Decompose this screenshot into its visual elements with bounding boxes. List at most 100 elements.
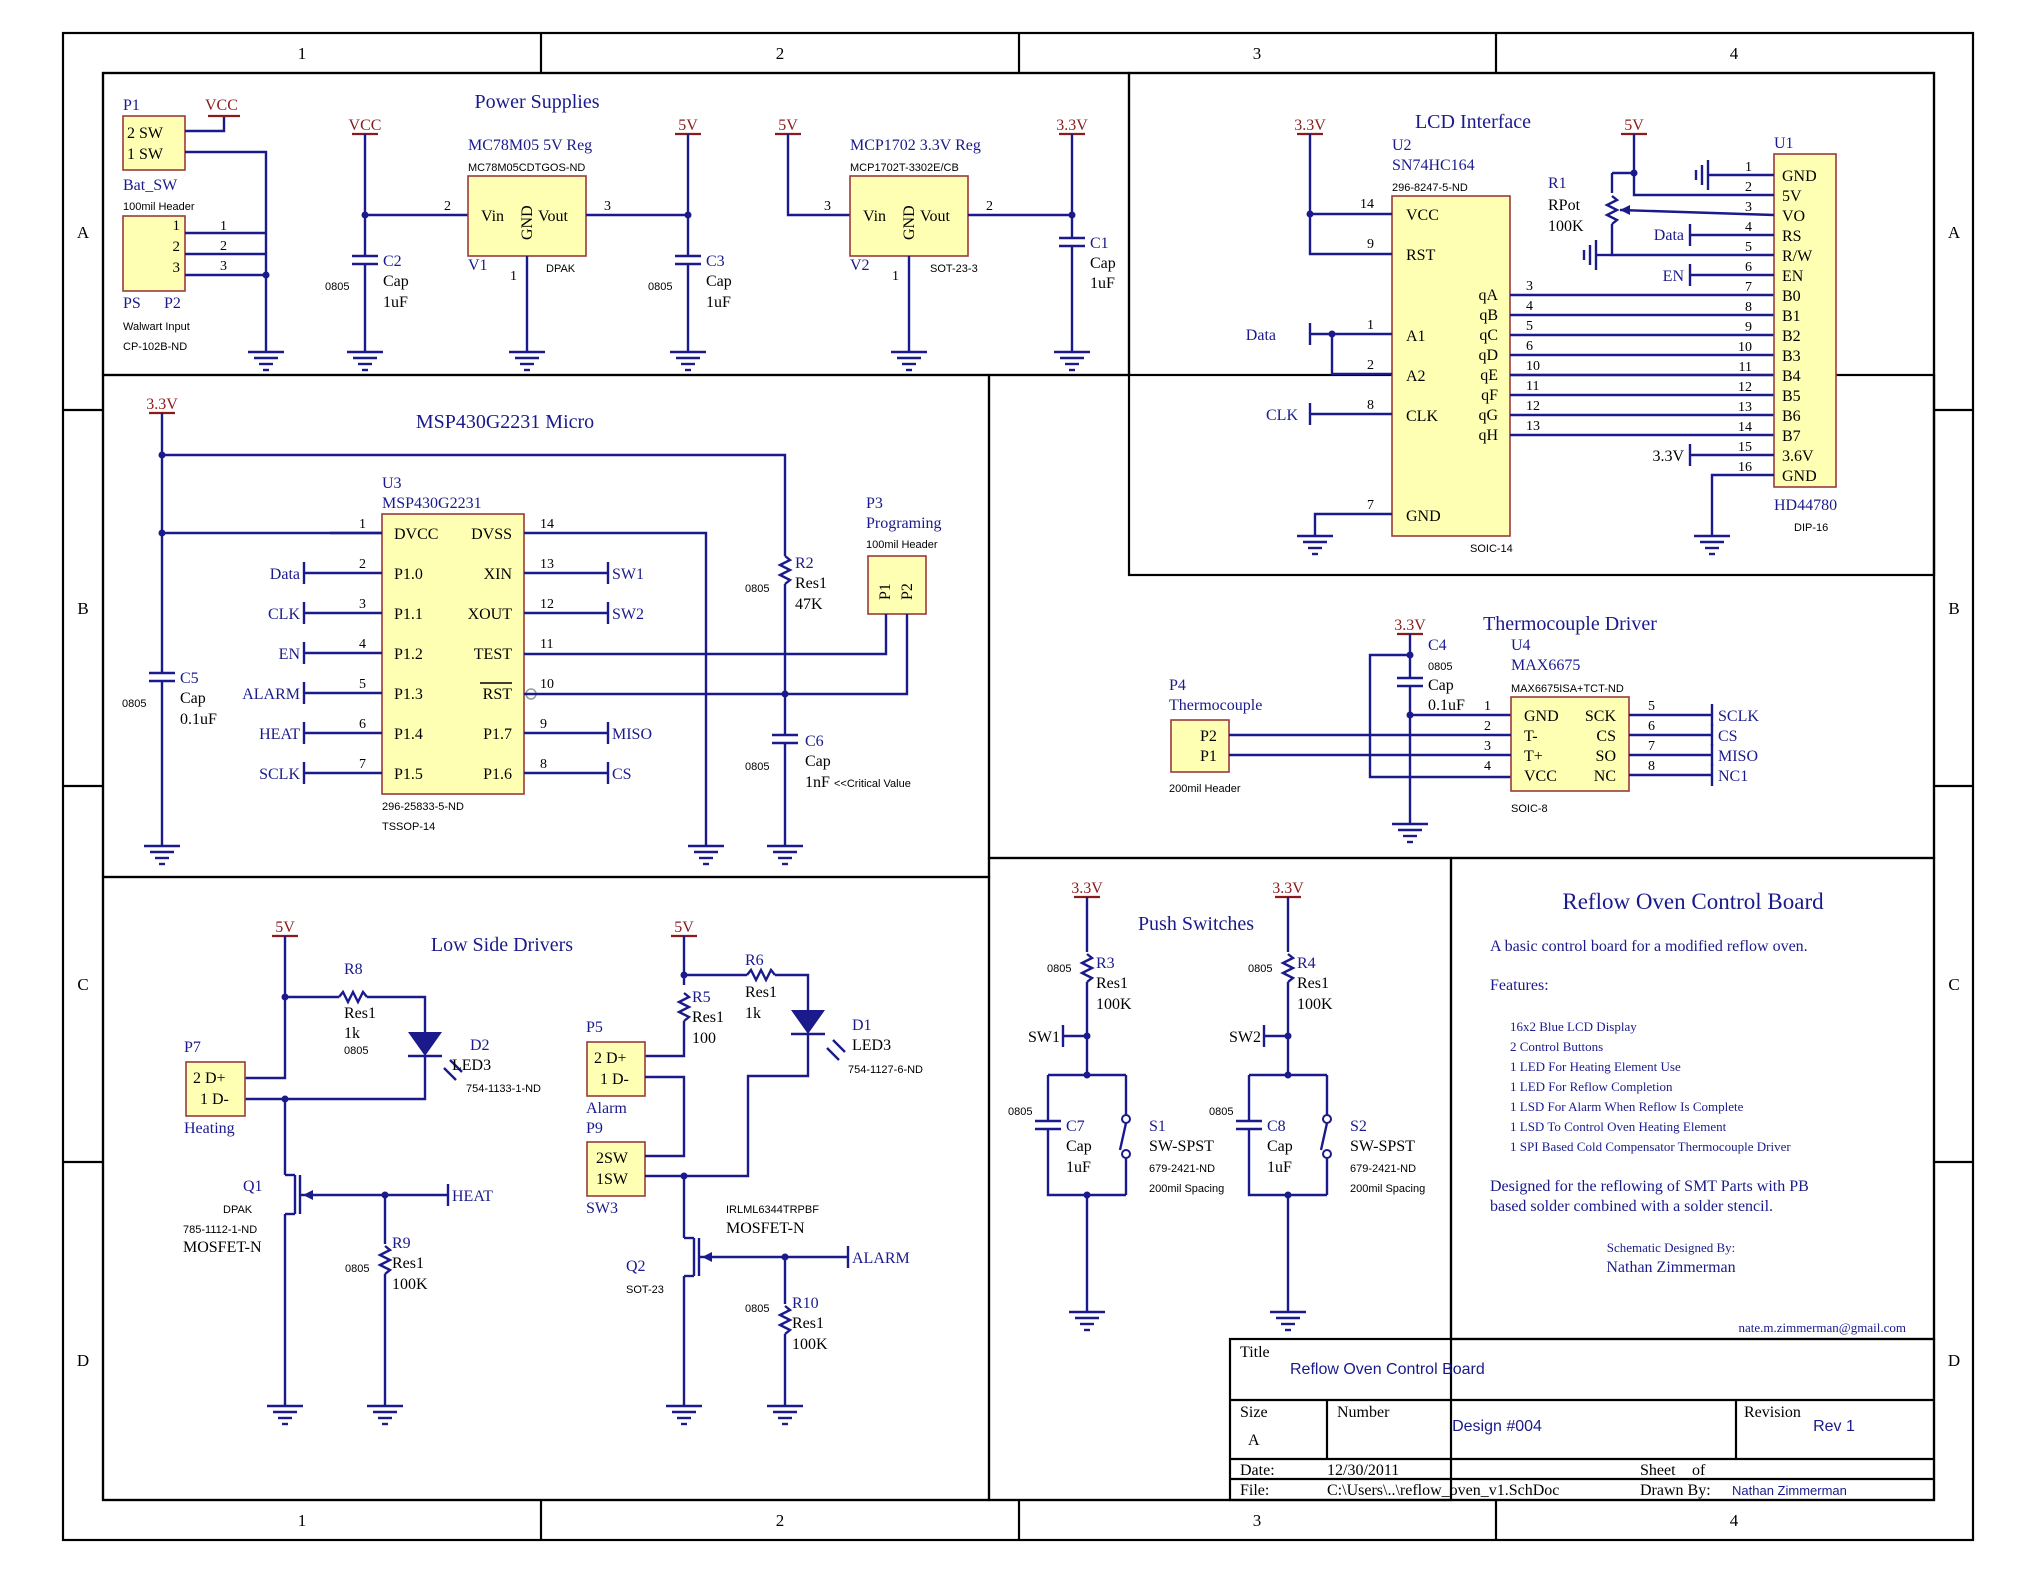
u2-name: SN74HC164 — [1392, 157, 1475, 174]
u1-pin-num: 7 — [1745, 280, 1752, 295]
d2-ref: D2 — [470, 1037, 490, 1054]
c5-pkg: 0805 — [122, 698, 146, 710]
r8-pkg: 0805 — [344, 1045, 368, 1057]
lcd-section-title: LCD Interface — [1415, 111, 1531, 133]
u2-num-7: 7 — [1367, 498, 1374, 513]
c7-pkg: 0805 — [1008, 1106, 1032, 1118]
v1-pin-vout: Vout — [538, 208, 568, 225]
u3-net-miso: MISO — [612, 726, 652, 743]
u3-pin-num: 2 — [359, 557, 366, 572]
u2-pin-a2: A2 — [1406, 368, 1426, 385]
v2-num-2: 2 — [986, 199, 993, 214]
u4-pin-gnd: GND — [1524, 708, 1559, 725]
thermo-section: 3.3V C4 0805 Cap 0.1uF U4 MAX6675 MAX667… — [1169, 617, 1759, 844]
c2-ref: C2 — [383, 253, 402, 270]
u4-ref: U4 — [1511, 637, 1531, 654]
p2-pin-3: 3 — [173, 260, 181, 276]
u1-pin-b6: B6 — [1782, 408, 1801, 425]
row-label-a-right: A — [1948, 223, 1961, 242]
u1-en-net: EN — [1663, 268, 1685, 285]
u4-num-6: 6 — [1648, 719, 1655, 734]
u1-pin-num: 2 — [1745, 180, 1752, 195]
r10-ref: R10 — [792, 1295, 819, 1312]
u1-pin-b7: B7 — [1782, 428, 1801, 445]
notes-section: Reflow Oven Control Board A basic contro… — [1490, 889, 1906, 1335]
s2-ref: S2 — [1350, 1118, 1367, 1135]
p4-pin-1: P1 — [1200, 748, 1217, 765]
c8-pkg: 0805 — [1209, 1106, 1233, 1118]
u1-rs-net: Data — [1654, 227, 1684, 244]
s2-part: 679-2421-ND — [1350, 1163, 1416, 1175]
u1-pin-b2: B2 — [1782, 328, 1801, 345]
q2-type: MOSFET-N — [726, 1220, 805, 1237]
col-label-2-bottom: 2 — [776, 1511, 785, 1530]
u3-pin-p1.4: P1.4 — [394, 726, 423, 743]
u3-pin-rst: RST — [483, 686, 513, 703]
u3-pin-num: 8 — [540, 757, 547, 772]
u4-pin-vcc: VCC — [1524, 768, 1557, 785]
feature-item: 1 SPI Based Cold Compensator Thermocoupl… — [1510, 1139, 1791, 1154]
v2-num-1: 1 — [892, 269, 899, 284]
p2-part: CP-102B-ND — [123, 341, 187, 353]
u2-num-14: 14 — [1360, 197, 1374, 212]
r6-value: 1k — [745, 1005, 761, 1022]
r9-value: 100K — [392, 1276, 428, 1293]
r10-value: 100K — [792, 1336, 828, 1353]
v1-pkg: DPAK — [546, 263, 576, 275]
c5-type: Cap — [180, 690, 206, 707]
r2-pkg: 0805 — [745, 583, 769, 595]
s1-ref: S1 — [1149, 1118, 1166, 1135]
u2-num-11: 11 — [1526, 379, 1539, 394]
notes-designed-line1: Designed for the reflowing of SMT Parts … — [1490, 1178, 1809, 1195]
switches-section-title: Push Switches — [1138, 913, 1254, 935]
u3-pin-p1.7: P1.7 — [483, 726, 512, 743]
u3-net-data: Data — [270, 566, 300, 583]
r1-type: RPot — [1548, 197, 1581, 214]
tb-file: C:\Users\..\reflow_oven_v1.SchDoc — [1327, 1482, 1559, 1499]
p2-header — [122, 215, 186, 292]
c1-type: Cap — [1090, 255, 1116, 272]
switches-section: 3.3V SW1 R3 Res1 100K 0805 C7 Cap 1uF 08… — [1008, 880, 1425, 1332]
lcd-section: U2 SN74HC164 296-8247-5-ND SOIC-14 VCC R… — [1246, 117, 1837, 556]
u4-nc1-net: NC1 — [1718, 768, 1748, 785]
u4-pin-cs: CS — [1596, 728, 1616, 745]
u4-part: MAX6675ISA+TCT-ND — [1511, 683, 1624, 695]
d2-type: LED3 — [452, 1057, 491, 1074]
u1-pin-rs: RS — [1782, 228, 1802, 245]
u1-pin-b3: B3 — [1782, 348, 1801, 365]
u3-net-sw1: SW1 — [612, 566, 644, 583]
p2-wire-3: 3 — [220, 259, 227, 274]
u1-pin-num: 1 — [1745, 160, 1752, 175]
u2-num-5: 5 — [1526, 319, 1533, 334]
v1-num-1: 1 — [510, 269, 517, 284]
v2-5v-label: 5V — [778, 117, 798, 134]
tb-size-label: Size — [1240, 1404, 1268, 1421]
u3-net-cs: CS — [612, 766, 632, 783]
u1-pin-num: 6 — [1745, 260, 1752, 275]
v2-part: MCP1702T-3302E/CB — [850, 162, 959, 174]
c4-type: Cap — [1428, 677, 1454, 694]
u4-pkg: SOIC-8 — [1511, 803, 1548, 815]
r10-pkg: 0805 — [745, 1303, 769, 1315]
d1-type: LED3 — [852, 1037, 891, 1054]
u2-num-8: 8 — [1367, 398, 1374, 413]
c6-pkg: 0805 — [745, 761, 769, 773]
p3-header — [867, 555, 927, 615]
v2-pin-vin: Vin — [863, 208, 886, 225]
r6-ref: R6 — [745, 952, 764, 969]
p2-pin-2: 2 — [173, 239, 181, 255]
sw2-net: SW2 — [1229, 1029, 1261, 1046]
u2-pin-vcc: VCC — [1406, 207, 1439, 224]
u2-pin-a1: A1 — [1406, 328, 1426, 345]
r3-ref: R3 — [1096, 955, 1115, 972]
c1-ref: C1 — [1090, 235, 1109, 252]
u1-pin-b5: B5 — [1782, 388, 1801, 405]
r3-type: Res1 — [1096, 975, 1128, 992]
u3-pin-dvss: DVSS — [471, 526, 512, 543]
p9-header — [586, 1141, 646, 1197]
u1-pin-3.6v: 3.6V — [1782, 448, 1814, 465]
c3-type: Cap — [706, 273, 732, 290]
drivers-5v-label-1: 5V — [275, 919, 295, 936]
q1-ref: Q1 — [243, 1178, 263, 1195]
